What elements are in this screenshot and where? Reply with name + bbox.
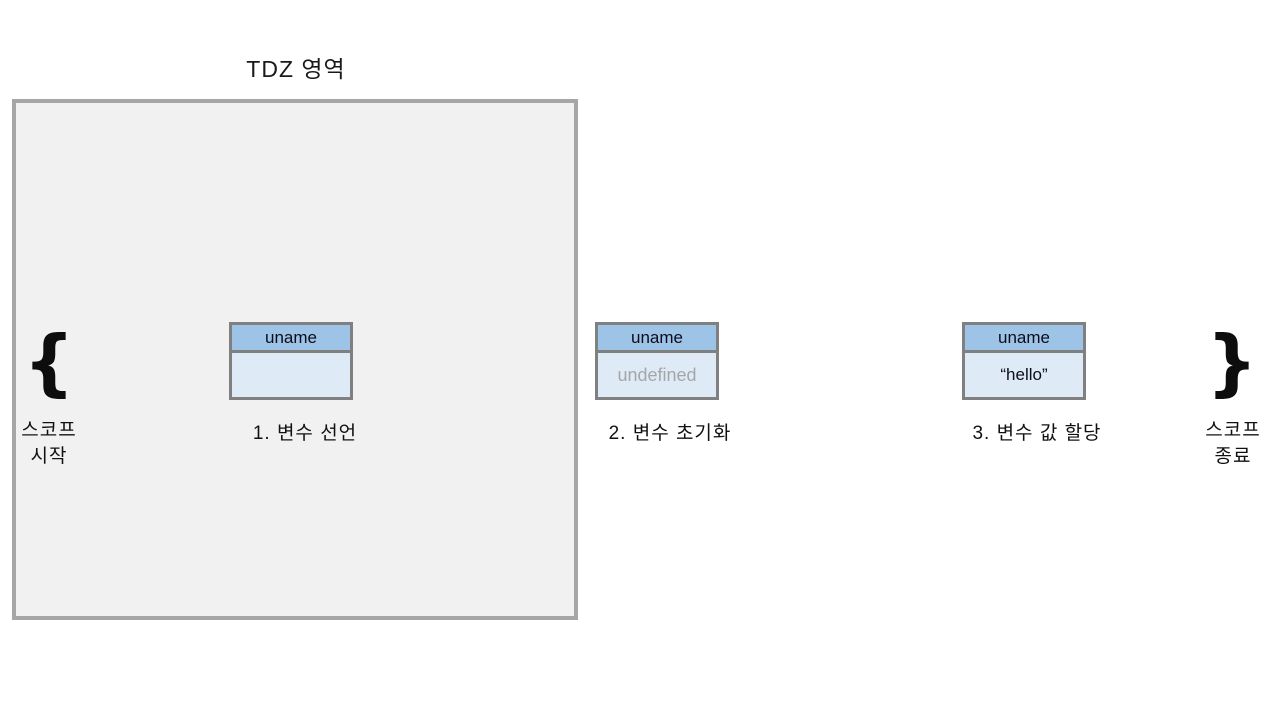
variable-name-cell: uname — [965, 325, 1083, 353]
variable-value-cell — [232, 353, 350, 397]
scope-close-brace: } — [1206, 320, 1258, 404]
step-caption-declaration: 1. 변수 선언 — [252, 423, 358, 444]
variable-box-assignment: uname “hello” — [962, 322, 1086, 400]
variable-box-declaration: uname — [229, 322, 353, 400]
variable-value-cell: “hello” — [965, 353, 1083, 397]
step-caption-initialization: 2. 변수 초기화 — [608, 423, 732, 444]
diagram-title: TDZ 영역 — [246, 56, 346, 82]
variable-value-cell: undefined — [598, 353, 716, 397]
variable-box-initialization: uname undefined — [595, 322, 719, 400]
variable-name-cell: uname — [232, 325, 350, 353]
scope-open-brace: { — [23, 320, 75, 404]
variable-name-cell: uname — [598, 325, 716, 353]
step-caption-assignment: 3. 변수 값 할당 — [972, 423, 1102, 444]
scope-start-label: 스코프 시작 — [21, 420, 77, 467]
scope-end-label: 스코프 종료 — [1205, 420, 1261, 467]
